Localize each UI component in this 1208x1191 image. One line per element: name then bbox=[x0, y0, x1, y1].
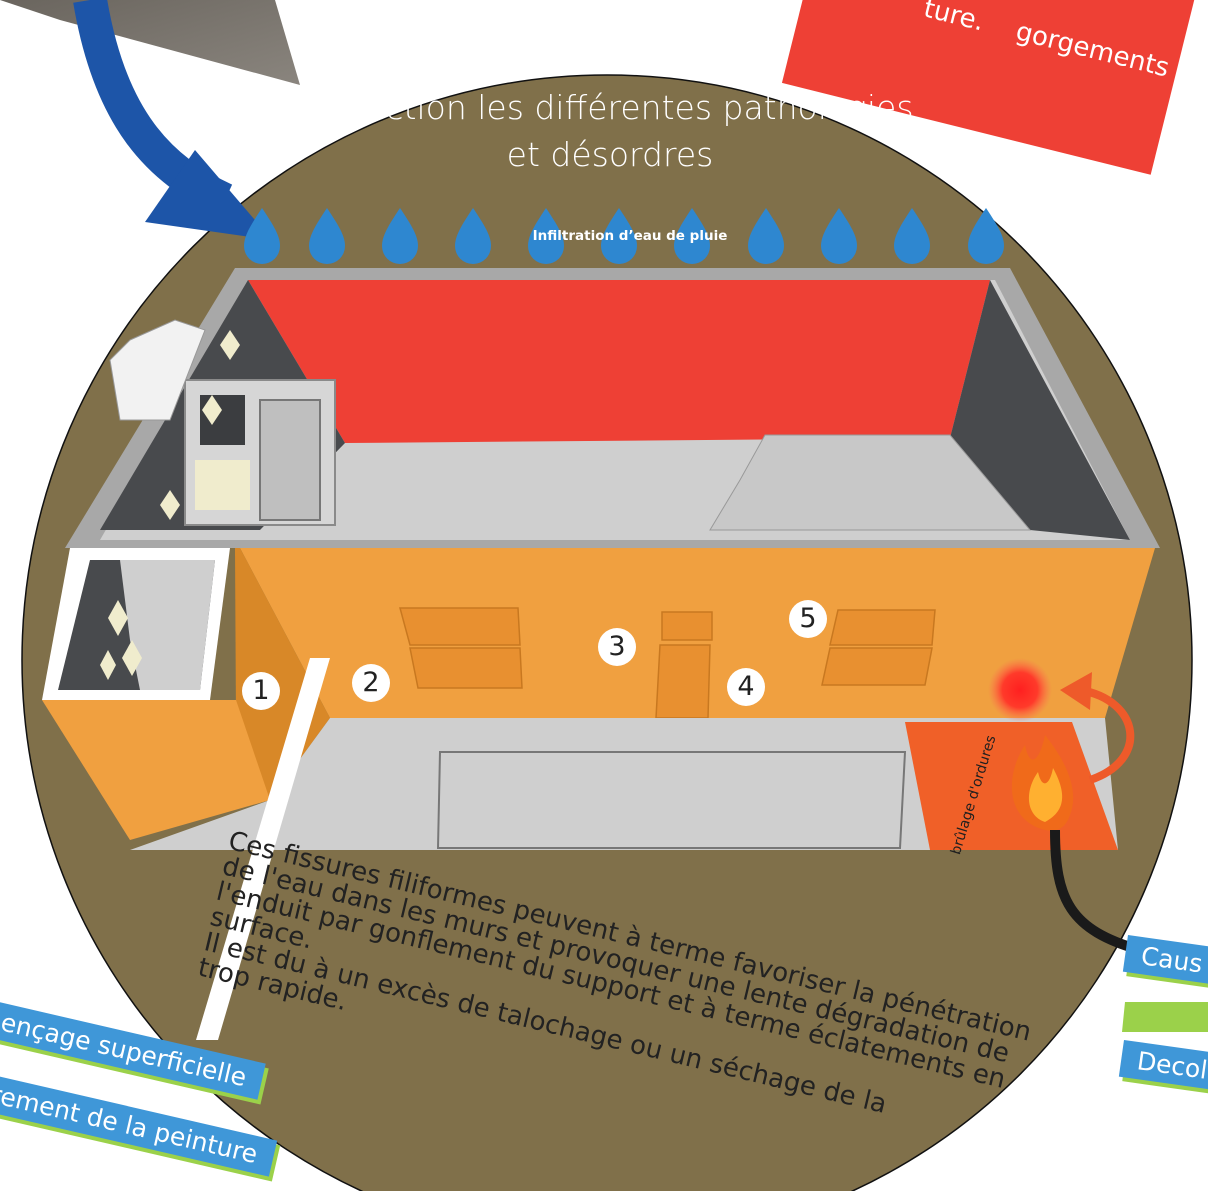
fire-icon bbox=[1011, 735, 1074, 831]
right-wall-interior bbox=[950, 280, 1130, 540]
marker-5: 5 bbox=[789, 600, 827, 638]
curved-arrow-icon bbox=[1079, 686, 1135, 784]
title-line-2: et désordres bbox=[506, 135, 714, 174]
heat-spot-icon bbox=[988, 658, 1052, 722]
water-drop-icon bbox=[309, 208, 345, 264]
title-line-1: Détection les différentes pathologies bbox=[306, 88, 914, 127]
cable-connector bbox=[1050, 829, 1142, 955]
water-drop-icon bbox=[821, 208, 857, 264]
left-wall-front bbox=[42, 700, 270, 840]
title: Détection les différentes pathologies et… bbox=[300, 84, 920, 178]
back-wall-red bbox=[248, 280, 990, 443]
window-recesses bbox=[399, 607, 936, 719]
ground-path bbox=[436, 751, 907, 849]
room-window bbox=[195, 460, 250, 510]
marker-2: 2 bbox=[352, 664, 390, 702]
water-drops bbox=[244, 208, 1004, 264]
pointer-pole bbox=[196, 658, 330, 1040]
water-drop-icon bbox=[455, 208, 491, 264]
arrow-head-icon bbox=[145, 150, 272, 240]
label-accent bbox=[1122, 1002, 1208, 1032]
water-drop-icon bbox=[894, 208, 930, 264]
water-drop-icon bbox=[748, 208, 784, 264]
water-drop-icon bbox=[601, 208, 637, 264]
water-drop-icon bbox=[674, 208, 710, 264]
marker-3: 3 bbox=[598, 628, 636, 666]
water-drop-icon bbox=[244, 208, 280, 264]
curved-arrow-head-icon bbox=[1060, 672, 1092, 710]
lattice-window bbox=[160, 330, 240, 520]
marker-1: 1 bbox=[242, 672, 280, 710]
infiltration-label: Infiltration d’eau de pluie bbox=[532, 228, 728, 244]
room-opening bbox=[200, 395, 245, 445]
photo-fragment bbox=[0, 0, 300, 85]
water-drop-icon bbox=[382, 208, 418, 264]
room-door bbox=[259, 399, 321, 521]
white-stairs bbox=[109, 319, 206, 421]
water-drop-icon bbox=[968, 208, 1004, 264]
raised-platform bbox=[709, 434, 1032, 531]
water-drop-icon bbox=[528, 208, 564, 264]
building-model bbox=[42, 268, 1160, 850]
annex-floor bbox=[120, 560, 215, 690]
lattice-window bbox=[100, 600, 142, 680]
marker-4: 4 bbox=[727, 668, 765, 706]
